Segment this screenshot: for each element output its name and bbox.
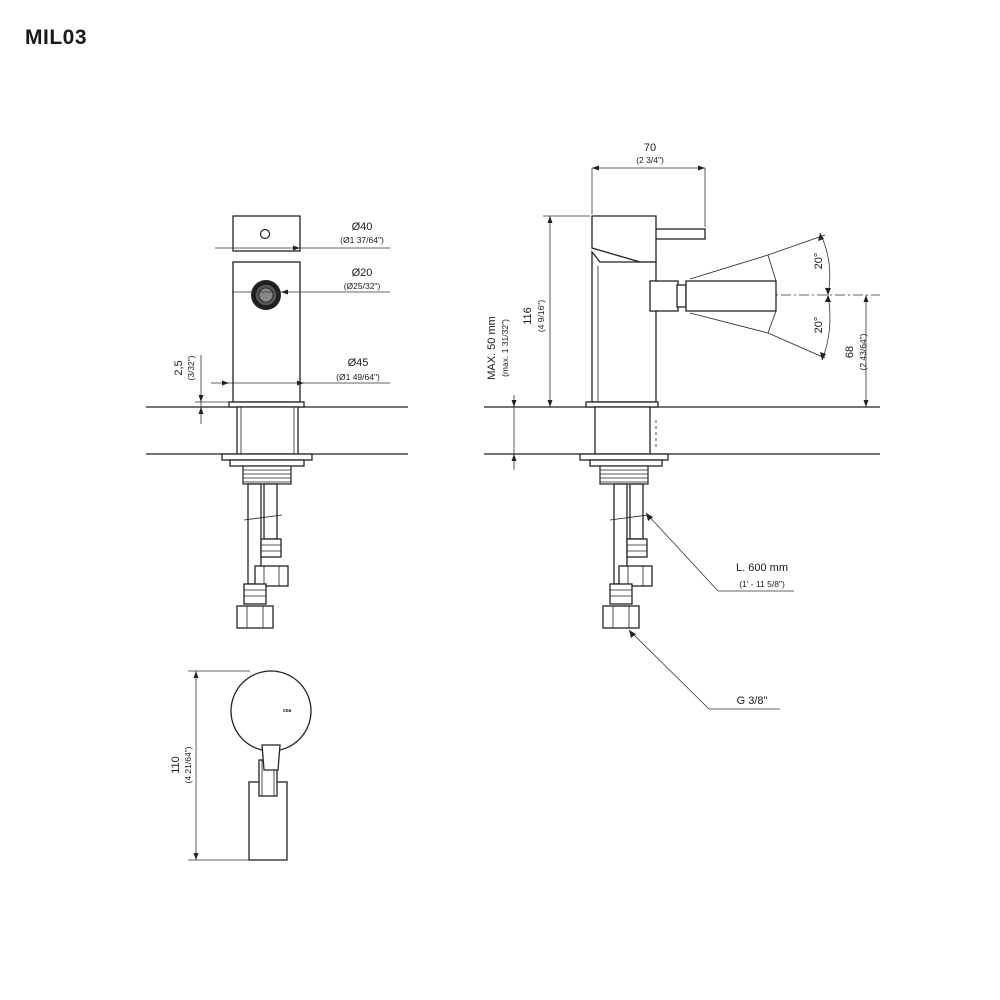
- dim-max50: MAX. 50 mm: [486, 316, 498, 380]
- dim-116: 116: [522, 307, 534, 325]
- drawing-title: MIL03: [25, 26, 88, 49]
- dim-d45: Ø45: [348, 357, 369, 369]
- front-view: [221, 215, 313, 629]
- dim-70-inch: (2 3/4"): [636, 155, 664, 165]
- side-view: [579, 215, 880, 629]
- dim-angle-up: 20°: [813, 253, 825, 270]
- brand-mark: cea: [283, 708, 292, 714]
- side-view-dimensions: 70 (2 3/4") 116 (4 9/16") MAX. 50 mm (ma…: [486, 142, 869, 710]
- dim-68-inch: (2 43/64"): [858, 333, 868, 370]
- dim-110-inch: (4 21/64"): [183, 746, 193, 783]
- dim-70: 70: [644, 142, 656, 154]
- dim-hose: L. 600 mm: [736, 562, 788, 574]
- dim-2-5-inch: (3/32"): [186, 355, 196, 380]
- dim-110: 110: [170, 756, 182, 774]
- top-view-dimensions: 110 (4 21/64"): [170, 670, 250, 861]
- dim-max50-inch: (max. 1 31/32"): [500, 319, 510, 377]
- front-view-dimensions: Ø40 (Ø1 37/64") Ø20 (Ø25/32") Ø45 (Ø1 49…: [173, 221, 390, 424]
- dim-2-5: 2,5: [173, 360, 185, 375]
- dim-d40-inch: (Ø1 37/64"): [340, 235, 384, 245]
- dim-angle-down: 20°: [813, 317, 825, 334]
- dim-68: 68: [844, 346, 856, 358]
- dim-hose-inch: (1' - 11 5/8"): [739, 579, 785, 589]
- dim-d45-inch: (Ø1 49/64"): [336, 372, 380, 382]
- dim-d20-inch: (Ø25/32"): [344, 281, 381, 291]
- dim-thread: G 3/8": [737, 695, 768, 707]
- dim-116-inch: (4 9/16"): [536, 300, 546, 332]
- dim-d40: Ø40: [352, 221, 373, 233]
- top-view: cea: [230, 670, 312, 861]
- dim-d20: Ø20: [352, 267, 373, 279]
